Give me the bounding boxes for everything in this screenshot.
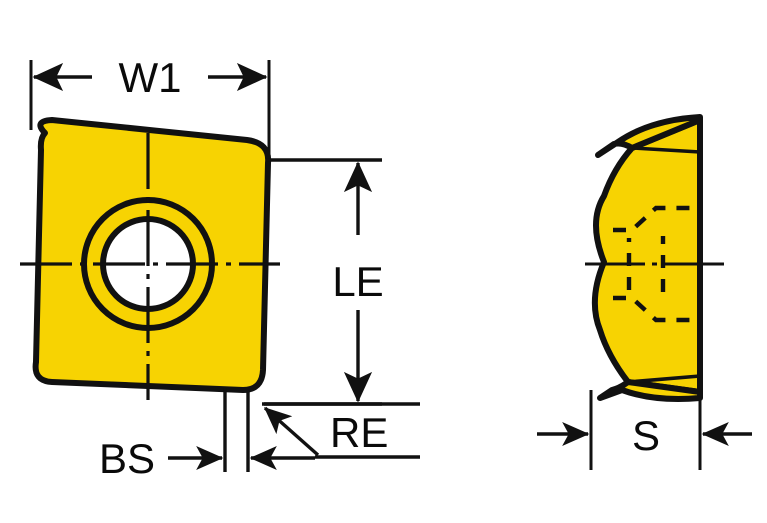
insert-side-body xyxy=(591,117,703,395)
le-label: LE xyxy=(332,258,383,305)
side-view-group xyxy=(585,114,725,402)
hidden-countersink-lower xyxy=(613,295,700,323)
re-label: RE xyxy=(330,409,388,456)
dimension-bs-re: BS RE xyxy=(99,388,420,482)
insert-side-bottom-flange xyxy=(597,379,703,402)
dimension-le: LE xyxy=(262,158,384,406)
bs-label: BS xyxy=(99,435,155,482)
re-leader-diagonal xyxy=(263,406,320,457)
insert-side-top-flange xyxy=(595,114,703,158)
hidden-countersink-upper xyxy=(613,205,700,233)
s-label: S xyxy=(632,412,660,459)
dimension-w1: W1 xyxy=(29,54,271,160)
top-view-group xyxy=(20,117,280,400)
insert-side-lower-land xyxy=(628,374,701,384)
insert-side-upper-land xyxy=(632,146,701,154)
w1-label: W1 xyxy=(119,54,182,101)
dimension-s: S xyxy=(537,390,752,470)
